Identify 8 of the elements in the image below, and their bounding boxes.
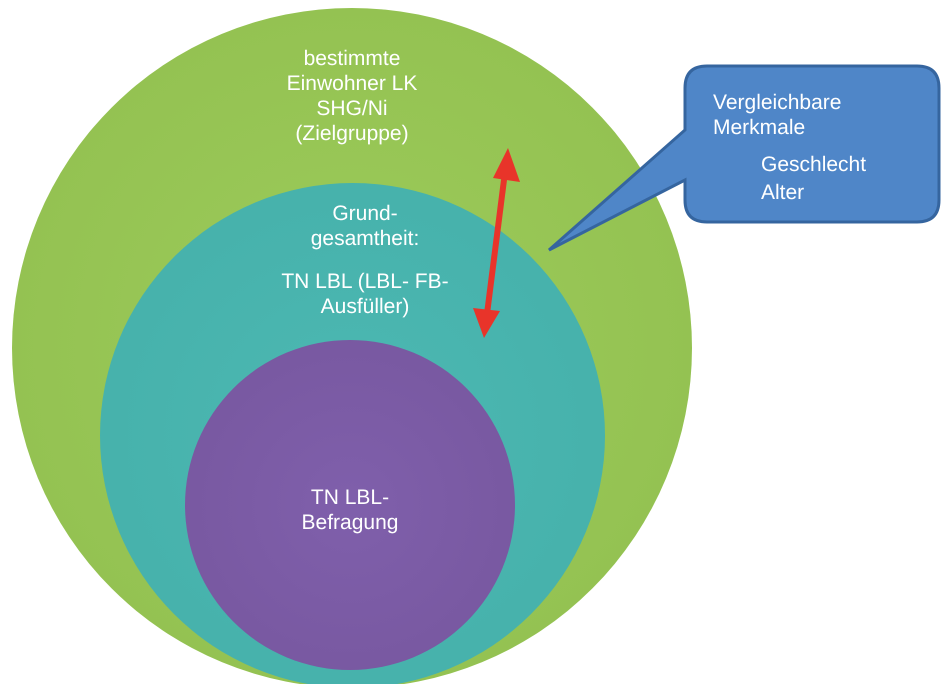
node-text: Vergleichbare Merkmale [713, 90, 842, 140]
speech-callout [545, 62, 943, 254]
node-text: bestimmte Einwohner LK SHG/Ni (Zielgruppe) [286, 46, 418, 146]
node-text: Geschlecht [761, 152, 868, 177]
node-text: Grund- gesamtheit: [310, 201, 420, 251]
node-text: TN LBL- Befragung [300, 485, 400, 535]
node-text: Alter [761, 180, 806, 205]
node-text: TN LBL (LBL- FB-Ausfüller) [280, 269, 450, 319]
